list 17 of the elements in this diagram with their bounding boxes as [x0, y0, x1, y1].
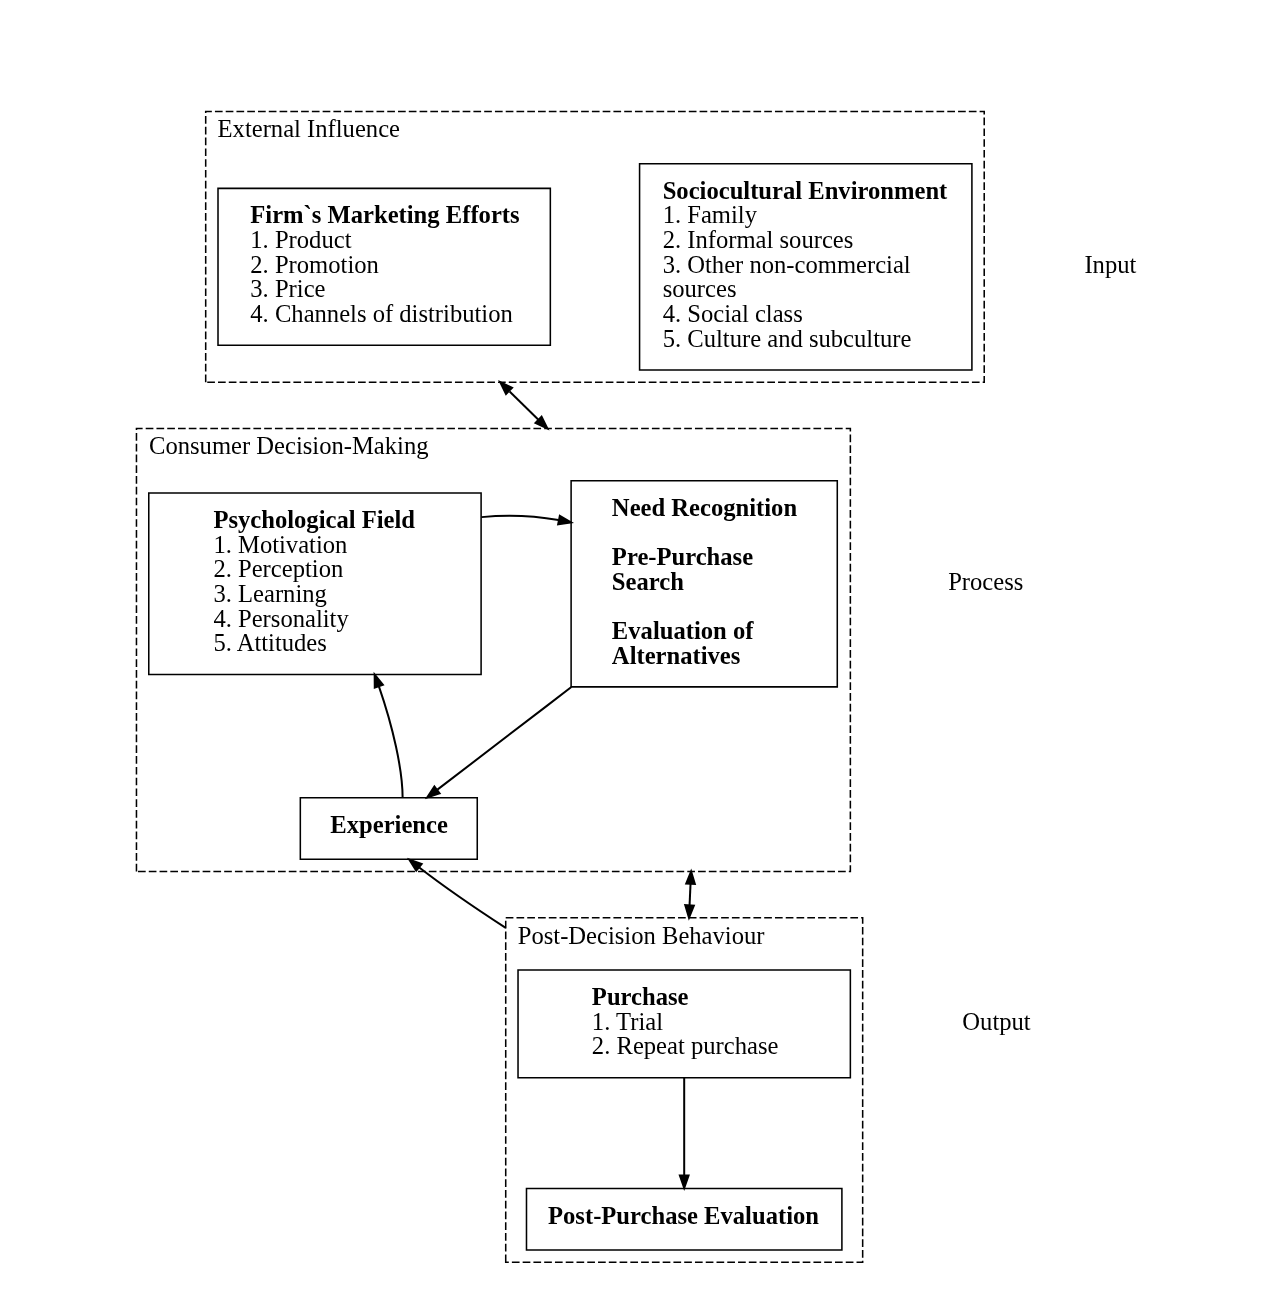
- node-box: Experience: [299, 796, 479, 860]
- node-label: Input: [1084, 250, 1137, 278]
- node-box: Purchase 1. Trial 2. Repeat purchase: [517, 969, 852, 1079]
- node-box: Post-Purchase Evaluation: [525, 1187, 843, 1251]
- node-label: Process: [948, 567, 1024, 595]
- arrow: [424, 686, 573, 800]
- node-box: Firm`s Marketing Efforts 1. Product 2. Promotion 3. Price 4. Channels of distribution: [217, 187, 552, 347]
- node-label: Output: [962, 1007, 1031, 1035]
- arrow: [678, 1076, 690, 1191]
- node-box: Need Recognition Pre-Purchase Search Evaluation of Alternatives: [570, 479, 839, 688]
- arrow: [373, 671, 404, 799]
- arrow: [498, 380, 550, 431]
- node-box: Psychological Field 1. Motivation 2. Perception 3. Learning 4. Personality 5. Attitudes: [148, 492, 482, 676]
- arrow: [480, 514, 575, 526]
- node-box: Sociocultural Environment 1. Family 2. Informal sources 3. Other non-commercial sources 4. Social class 5. Culture and subculture: [638, 163, 973, 371]
- arrow: [683, 868, 697, 921]
- arrow: [406, 857, 507, 929]
